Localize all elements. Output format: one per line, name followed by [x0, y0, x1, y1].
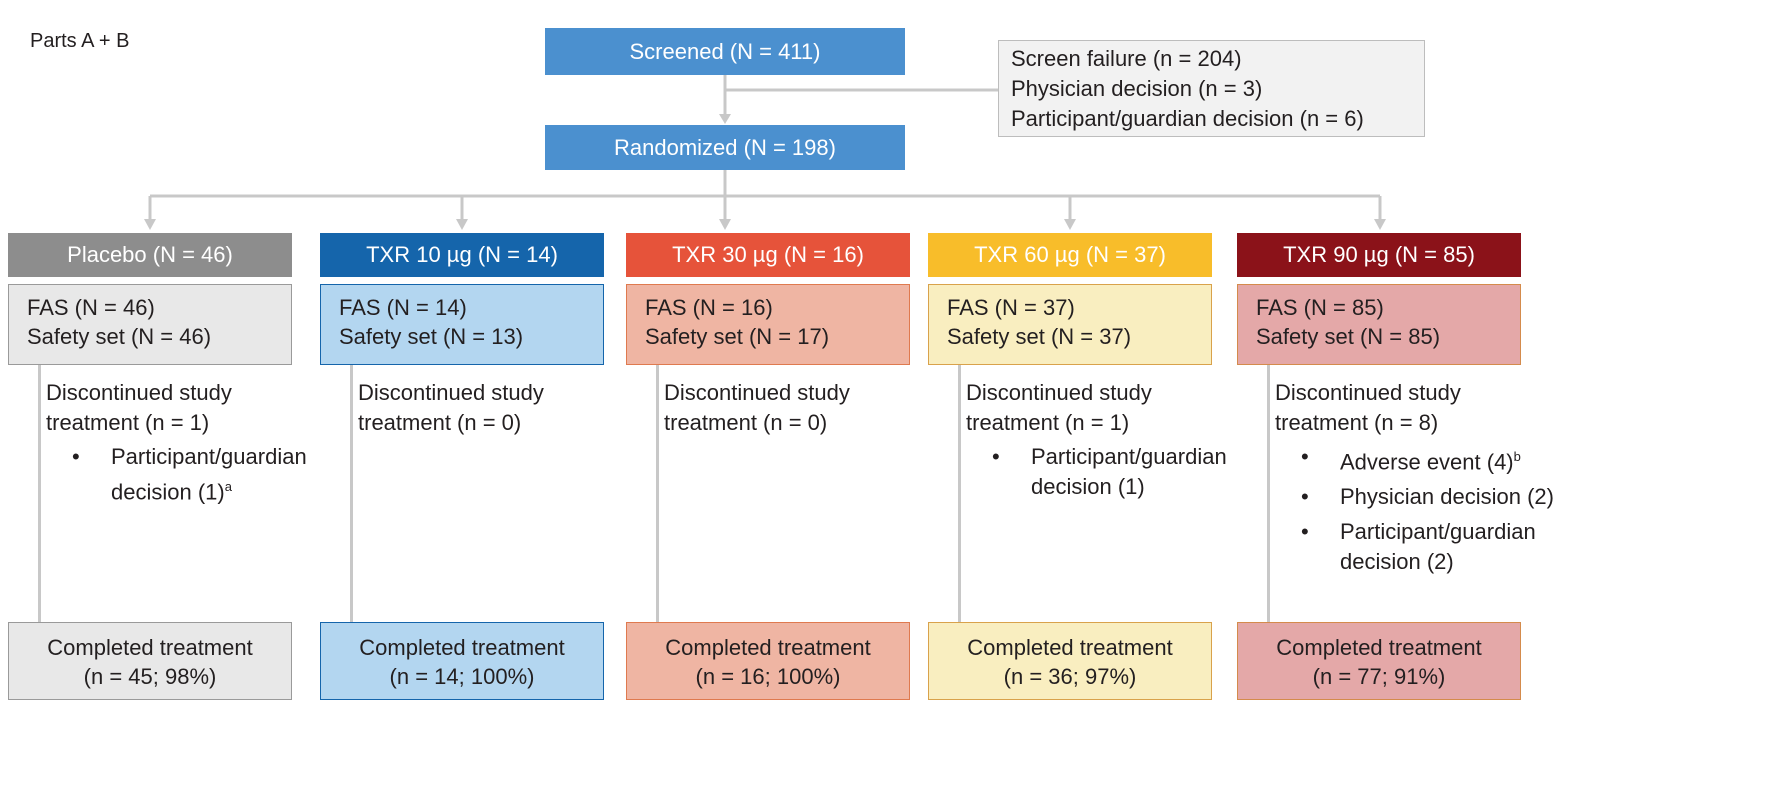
- completed-label: Completed treatment: [665, 635, 871, 660]
- discontinuation-reason: Participant/guardian decision (2): [1275, 517, 1575, 577]
- safety-count: Safety set (N = 37): [947, 324, 1132, 349]
- completed-box: Completed treatment (n = 36; 97%): [928, 622, 1212, 700]
- discontinued-label: Discontinued study: [966, 380, 1152, 405]
- completed-box: Completed treatment (n = 45; 98%): [8, 622, 292, 700]
- completed-label: Completed treatment: [1276, 635, 1482, 660]
- safety-count: Safety set (N = 13): [339, 324, 524, 349]
- group-header: TXR 60 µg (N = 37): [928, 233, 1212, 277]
- screened-box: Screened (N = 411): [545, 28, 905, 75]
- discontinued-section: Discontinued study treatment (n = 1) Par…: [46, 378, 346, 512]
- completed-label: Completed treatment: [967, 635, 1173, 660]
- discontinuation-reason: Adverse event (4)b: [1275, 442, 1575, 477]
- fas-count: FAS (N = 85): [1256, 295, 1384, 320]
- safety-count: Safety set (N = 17): [645, 324, 830, 349]
- discontinuation-reason: Participant/guardian decision (1)a: [46, 442, 346, 507]
- completed-count: (n = 14; 100%): [389, 664, 535, 689]
- discontinued-section: Discontinued study treatment (n = 1) Par…: [966, 378, 1266, 507]
- discontinued-label: Discontinued study: [664, 380, 850, 405]
- group-header: TXR 90 µg (N = 85): [1237, 233, 1521, 277]
- completed-label: Completed treatment: [359, 635, 565, 660]
- discontinuation-reason: Physician decision (2): [1275, 482, 1575, 512]
- discontinued-section: Discontinued study treatment (n = 0): [358, 378, 658, 442]
- footnote-marker: a: [224, 479, 232, 494]
- discontinued-label: Discontinued study: [46, 380, 232, 405]
- analysis-sets-box: FAS (N = 37) Safety set (N = 37): [928, 284, 1212, 365]
- flow-line: [958, 365, 961, 622]
- discontinued-count: treatment (n = 0): [664, 410, 828, 435]
- exclusion-physician: Physician decision (n = 3): [1011, 76, 1263, 101]
- randomized-box: Randomized (N = 198): [545, 125, 905, 170]
- safety-count: Safety set (N = 85): [1256, 324, 1441, 349]
- completed-count: (n = 45; 98%): [83, 664, 217, 689]
- analysis-sets-box: FAS (N = 46) Safety set (N = 46): [8, 284, 292, 365]
- completed-count: (n = 16; 100%): [695, 664, 841, 689]
- group-header: TXR 30 µg (N = 16): [626, 233, 910, 277]
- completed-box: Completed treatment (n = 16; 100%): [626, 622, 910, 700]
- discontinued-count: treatment (n = 0): [358, 410, 522, 435]
- discontinuation-reason: Participant/guardian decision (1): [966, 442, 1266, 502]
- analysis-sets-box: FAS (N = 14) Safety set (N = 13): [320, 284, 604, 365]
- discontinued-label: Discontinued study: [358, 380, 544, 405]
- completed-box: Completed treatment (n = 14; 100%): [320, 622, 604, 700]
- group-header: TXR 10 µg (N = 14): [320, 233, 604, 277]
- analysis-sets-box: FAS (N = 16) Safety set (N = 17): [626, 284, 910, 365]
- exclusion-screen-failure: Screen failure (n = 204): [1011, 46, 1242, 71]
- discontinued-count: treatment (n = 8): [1275, 410, 1439, 435]
- group-header: Placebo (N = 46): [8, 233, 292, 277]
- parts-label: Parts A + B: [30, 30, 130, 52]
- fas-count: FAS (N = 14): [339, 295, 467, 320]
- footnote-marker: b: [1513, 449, 1521, 464]
- discontinued-section: Discontinued study treatment (n = 0): [664, 378, 964, 442]
- exclusion-participant: Participant/guardian decision (n = 6): [1011, 106, 1364, 131]
- exclusion-box: Screen failure (n = 204) Physician decis…: [998, 40, 1425, 137]
- safety-count: Safety set (N = 46): [27, 324, 212, 349]
- flow-line: [656, 365, 659, 622]
- discontinued-count: treatment (n = 1): [966, 410, 1130, 435]
- fas-count: FAS (N = 46): [27, 295, 155, 320]
- flow-line: [1267, 365, 1270, 622]
- completed-count: (n = 36; 97%): [1003, 664, 1137, 689]
- fas-count: FAS (N = 37): [947, 295, 1075, 320]
- completed-box: Completed treatment (n = 77; 91%): [1237, 622, 1521, 700]
- discontinued-section: Discontinued study treatment (n = 8) Adv…: [1275, 378, 1575, 582]
- fas-count: FAS (N = 16): [645, 295, 773, 320]
- completed-label: Completed treatment: [47, 635, 253, 660]
- completed-count: (n = 77; 91%): [1312, 664, 1446, 689]
- flow-line: [350, 365, 353, 622]
- discontinued-count: treatment (n = 1): [46, 410, 210, 435]
- discontinued-label: Discontinued study: [1275, 380, 1461, 405]
- flow-line: [38, 365, 41, 622]
- analysis-sets-box: FAS (N = 85) Safety set (N = 85): [1237, 284, 1521, 365]
